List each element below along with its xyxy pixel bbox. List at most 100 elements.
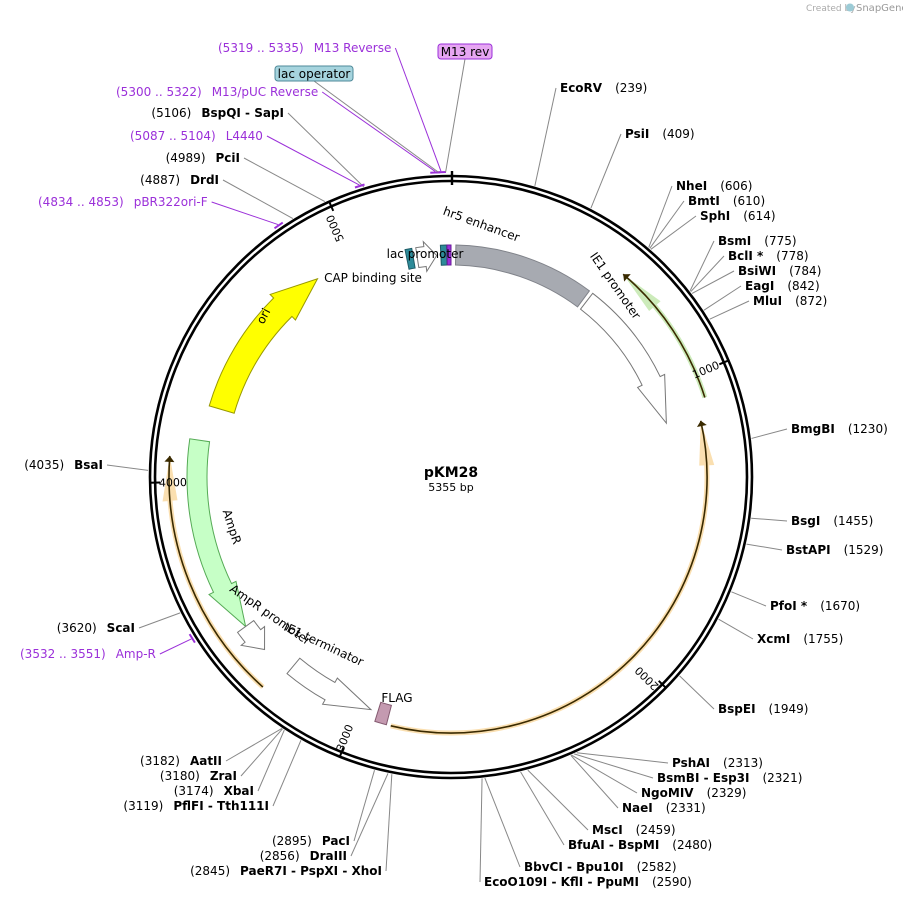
- site-bsai[interactable]: BsaI(4035): [24, 458, 103, 472]
- site-pflfi-tth111i[interactable]: PflFI - Tth111I(3119): [123, 799, 269, 813]
- feature-cap-binding-site[interactable]: [404, 247, 416, 270]
- orf-arrow-0: [623, 274, 631, 282]
- orf-arc-2: [168, 455, 264, 688]
- feature-ie1-promoter[interactable]: [579, 292, 667, 425]
- site-ecoo109i-kfli-ppumi[interactable]: EcoO109I - KflI - PpuMI(2590): [484, 875, 692, 889]
- primer-name: Amp-R: [116, 647, 156, 661]
- site-pcii[interactable]: PciI(4989): [166, 151, 240, 165]
- primer-name: pBR322ori-F: [134, 195, 208, 209]
- site-ecorv[interactable]: EcoRV(239): [560, 81, 647, 95]
- site-position: (2313): [723, 756, 763, 770]
- site-name: XcmI: [757, 632, 790, 646]
- site-bstapi[interactable]: BstAPI(1529): [786, 543, 883, 557]
- tick-2000: [658, 680, 668, 690]
- primer-range: (4834 .. 4853): [38, 195, 124, 209]
- site-bcli[interactable]: BclI *(778): [728, 249, 809, 263]
- primer-leader: [266, 135, 360, 186]
- site-leader-bfuai-bspmi: [520, 771, 565, 846]
- site-xbai[interactable]: XbaI(3174): [174, 784, 254, 798]
- site-leader-paci: [353, 770, 375, 842]
- site-draiii[interactable]: DraIII(2856): [260, 849, 347, 863]
- tick-5000: [327, 200, 335, 212]
- site-name: BsmBI - Esp3I: [657, 771, 749, 785]
- site-leader-psii: [590, 133, 622, 209]
- primer-m13-puc-reverse[interactable]: (5300 .. 5322)M13/pUC Reverse: [116, 85, 318, 99]
- site-name: EcoO109I - KflI - PpuMI: [484, 875, 639, 889]
- site-msci[interactable]: MscI(2459): [592, 823, 676, 837]
- site-bsmbi-esp3i[interactable]: BsmBI - Esp3I (2321): [657, 771, 802, 785]
- site-leader-scai: [138, 612, 181, 629]
- site-sphi[interactable]: SphI(614): [700, 209, 776, 223]
- site-paer7i-pspxi-xhoi[interactable]: PaeR7I - PspXI - XhoI(2845): [190, 864, 382, 878]
- site-bsgi[interactable]: BsgI(1455): [791, 514, 873, 528]
- tick-1000: [718, 359, 730, 366]
- boxed-label-m13-rev[interactable]: M13 rev: [437, 43, 493, 60]
- orf-arc-1: [390, 420, 708, 734]
- site-leader-pflfi-tth111i: [272, 740, 302, 807]
- leader-lines: [106, 47, 788, 883]
- boxed-label-lac-operator[interactable]: lac operator: [274, 65, 354, 82]
- site-psii[interactable]: PsiI(409): [625, 127, 695, 141]
- site-ngomiv[interactable]: NgoMIV(2329): [641, 786, 746, 800]
- site-bsmi[interactable]: BsmI(775): [718, 234, 797, 248]
- site-aatii[interactable]: AatII(3182): [140, 754, 222, 768]
- site-bspqi-sapi[interactable]: BspQI - SapI(5106): [151, 106, 284, 120]
- boxed-label-bg: [437, 43, 493, 60]
- site-leader-ecorv: [534, 87, 557, 186]
- site-name: DrdI: [190, 173, 219, 187]
- primer-m13-reverse[interactable]: (5319 .. 5335)M13 Reverse: [218, 41, 391, 55]
- credit: Created by SnapGene: [806, 3, 903, 14]
- boxed-labels: M13 rev lac operator: [274, 43, 493, 82]
- site-position: (2582): [637, 860, 677, 874]
- primer-pbr322ori-f[interactable]: (4834 .. 4853) pBR322ori-F: [38, 195, 208, 209]
- site-leader-eagi: [703, 285, 742, 311]
- tick-label-5000: 5000: [324, 213, 347, 244]
- feature-ampr[interactable]: [186, 438, 247, 628]
- site-position: (3180): [160, 769, 200, 783]
- feature-ie1-terminator[interactable]: [286, 657, 373, 711]
- site-naei[interactable]: NaeI(2331): [622, 801, 706, 815]
- feature-hr5-enhancer[interactable]: [454, 244, 591, 308]
- site-drdi[interactable]: DrdI(4887): [140, 173, 219, 187]
- site-bsiwi[interactable]: BsiWI(784): [738, 264, 821, 278]
- site-pshai[interactable]: PshAI(2313): [672, 756, 763, 770]
- site-position: (2321): [762, 771, 802, 785]
- site-bbvci-bpu10i[interactable]: BbvCI - Bpu10I(2582): [524, 860, 677, 874]
- primer-amp-r[interactable]: (3532 .. 3551)Amp-R: [20, 647, 156, 661]
- site-name: BfuAI - BspMI: [568, 838, 659, 852]
- site-name: NheI: [676, 179, 707, 193]
- site-name: EagI: [745, 279, 774, 293]
- site-eagi[interactable]: EagI(842): [745, 279, 820, 293]
- site-nhei[interactable]: NheI(606): [676, 179, 752, 193]
- feature-m13-rev[interactable]: [446, 244, 452, 266]
- site-position: (409): [662, 127, 694, 141]
- site-zrai[interactable]: ZraI(3180): [160, 769, 237, 783]
- site-leader-xbai: [257, 729, 285, 792]
- site-bmti[interactable]: BmtI(610): [688, 194, 765, 208]
- site-leader-naei: [570, 754, 619, 809]
- site-scai[interactable]: ScaI(3620): [57, 621, 135, 635]
- site-bfuai-bspmi[interactable]: BfuAI - BspMI(2480): [568, 838, 712, 852]
- feature-ampr-promoter[interactable]: [236, 619, 266, 651]
- primer-l4440[interactable]: (5087 .. 5104)L4440: [130, 129, 263, 143]
- site-bspei[interactable]: BspEI(1949): [718, 702, 808, 716]
- feature-ori[interactable]: [208, 277, 319, 414]
- feature-label-ampr: AmpR: [220, 508, 244, 546]
- backbone: [148, 171, 754, 780]
- primer-leader: [159, 638, 192, 655]
- site-paci[interactable]: PacI(2895): [272, 834, 350, 848]
- site-name: MluI: [753, 294, 782, 308]
- site-pfoi[interactable]: PfoI *(1670): [770, 599, 860, 613]
- feature-flag[interactable]: [374, 701, 393, 726]
- site-bmgbi[interactable]: BmgBI(1230): [791, 422, 888, 436]
- site-position: (2856): [260, 849, 300, 863]
- boxed-leader: [313, 80, 439, 173]
- site-xcmi[interactable]: XcmI(1755): [757, 632, 843, 646]
- orf-arc-0: [622, 273, 706, 398]
- site-leader-xcmi: [718, 618, 754, 640]
- site-mlui[interactable]: MluI(872): [753, 294, 827, 308]
- feature-lac-promoter[interactable]: [415, 240, 438, 273]
- site-name: EcoRV: [560, 81, 603, 95]
- site-position: (3620): [57, 621, 97, 635]
- site-name: BsmI: [718, 234, 751, 248]
